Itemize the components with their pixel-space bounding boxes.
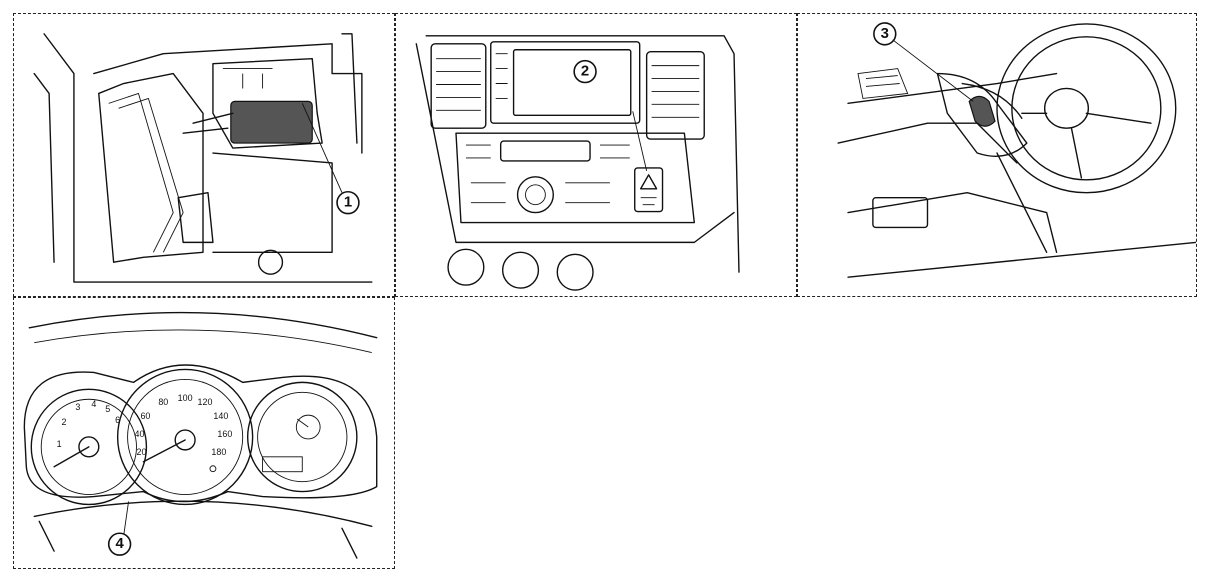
svg-text:140: 140 <box>213 411 228 421</box>
callout-4: 4 <box>107 532 132 556</box>
svg-text:20: 20 <box>136 447 146 457</box>
svg-text:2: 2 <box>581 64 589 80</box>
console-illustration: 2 <box>415 35 740 291</box>
left-vent <box>430 43 487 129</box>
svg-text:1: 1 <box>57 439 62 449</box>
center-knob <box>516 176 554 214</box>
svg-text:100: 100 <box>178 393 193 403</box>
callout-2: 2 <box>573 59 597 84</box>
callout-3: 3 <box>873 22 897 46</box>
panel-instrument-cluster: 1 2 3 4 5 6 20 40 60 80 100 120 140 160 … <box>13 297 395 569</box>
svg-text:2: 2 <box>62 417 67 427</box>
hazard-switch <box>634 167 664 213</box>
right-vent <box>645 51 705 140</box>
panel-steering: 3 <box>797 13 1197 297</box>
combination-switch-shaded <box>968 95 996 127</box>
svg-text:3: 3 <box>75 402 80 412</box>
svg-text:4: 4 <box>91 399 96 409</box>
underdash-illustration: 1 <box>33 33 373 283</box>
fuel-temp-gauge <box>246 381 358 493</box>
svg-text:3: 3 <box>881 26 889 42</box>
svg-text:80: 80 <box>158 397 168 407</box>
svg-text:5: 5 <box>105 404 110 414</box>
cluster-illustration: 1 2 3 4 5 6 20 40 60 80 100 120 140 160 … <box>23 311 378 559</box>
tachometer: 1 2 3 4 5 6 <box>30 388 148 506</box>
callout-1: 1 <box>336 190 360 215</box>
svg-text:60: 60 <box>140 411 150 421</box>
panel-underdash: 1 <box>13 13 395 297</box>
panel-center-console: 2 <box>395 13 797 297</box>
svg-text:6: 6 <box>115 415 120 425</box>
steering-illustration: 3 <box>837 22 1196 278</box>
svg-text:4: 4 <box>115 536 124 552</box>
svg-text:160: 160 <box>217 429 232 439</box>
svg-text:180: 180 <box>211 447 226 457</box>
svg-text:120: 120 <box>198 397 213 407</box>
speedometer: 20 40 60 80 100 120 140 160 180 <box>116 368 254 506</box>
svg-text:40: 40 <box>135 429 145 439</box>
ecm-unit-shaded <box>230 100 313 144</box>
svg-text:1: 1 <box>344 195 352 211</box>
display-screen <box>512 49 632 116</box>
steering-wheel <box>996 23 1177 194</box>
